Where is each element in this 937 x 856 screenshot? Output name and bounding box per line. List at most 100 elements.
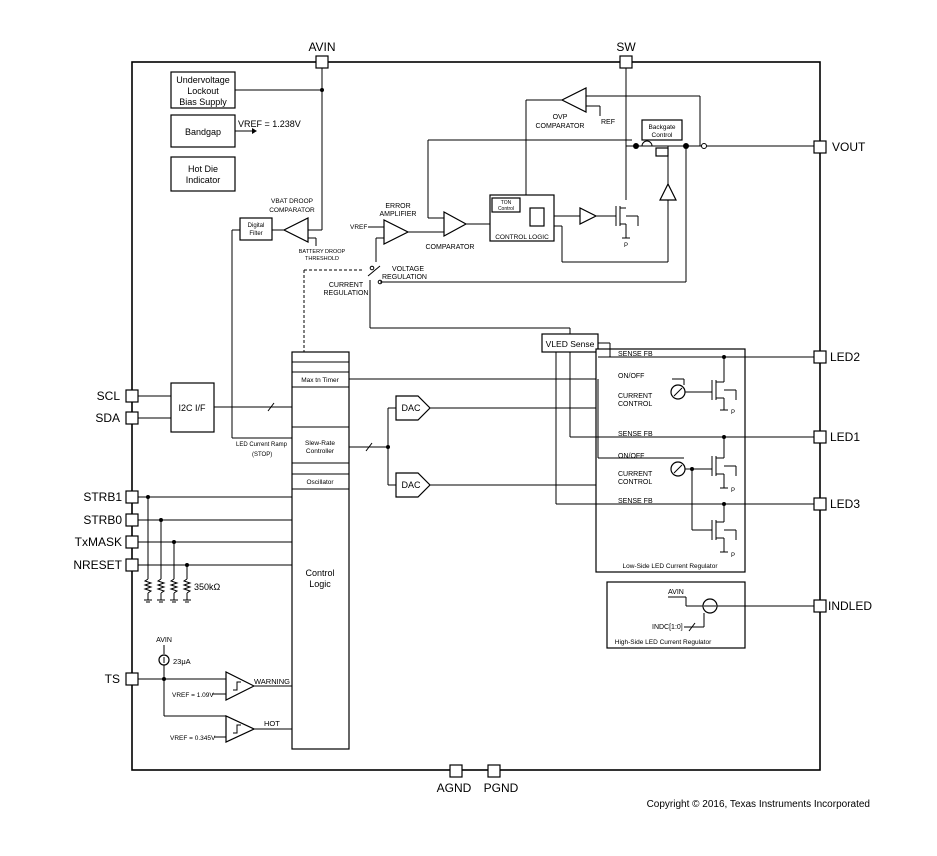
current-control-2b: CONTROL — [618, 479, 652, 486]
ref-label: REF — [601, 119, 615, 126]
uvlo-label-3: Bias Supply — [179, 97, 227, 107]
pin-strb1: STRB1 — [83, 490, 122, 504]
uvlo-label-2: Lockout — [187, 86, 219, 96]
vled-sense-label: VLED Sense — [546, 339, 595, 349]
error-amplifier — [383, 219, 410, 245]
high-side-regulator — [606, 581, 746, 649]
p-label-1: P — [731, 410, 735, 416]
pin-sw: SW — [616, 40, 636, 54]
pin-pad-vout — [813, 140, 827, 154]
on-off-2: ON/OFF — [618, 453, 644, 460]
flip-flop — [529, 207, 545, 227]
pin-led2: LED2 — [830, 350, 860, 364]
error-amp-label-1: ERROR — [385, 203, 410, 210]
dac-bottom — [395, 472, 431, 498]
pin-pgnd: PGND — [484, 781, 519, 795]
dac-top-label: DAC — [401, 403, 421, 413]
i2c-interface — [170, 382, 215, 433]
slew-label-2: Controller — [306, 448, 335, 455]
digital-filter-label-1: Digital — [248, 223, 265, 229]
comparator — [443, 210, 468, 238]
pin-txmask: TxMASK — [75, 535, 122, 549]
uvlo-label-1: Undervoltage — [176, 75, 230, 85]
vref-109-label: VREF = 1.09V — [172, 692, 214, 699]
warning-label: WARNING — [254, 677, 290, 686]
pin-indled: INDLED — [828, 599, 872, 613]
pin-pad-indled — [813, 599, 827, 613]
copyright: Copyright © 2016, Texas Instruments Inco… — [647, 799, 870, 810]
vref-0345-label: VREF = 0.345V — [170, 735, 216, 742]
warning-comparator — [225, 671, 256, 701]
pin-pad-strb1 — [125, 490, 139, 504]
avin-small-label: AVIN — [668, 589, 684, 596]
backgate-label-1: Backgate — [648, 124, 675, 131]
ovp-label-2: COMPARATOR — [535, 123, 584, 130]
pin-ts: TS — [105, 672, 120, 686]
ovp-comparator — [560, 87, 587, 113]
battery-label-1: BATTERY DROOP — [299, 249, 346, 255]
hot-die-block — [170, 156, 236, 192]
hot-die-label-2: Indicator — [186, 175, 221, 185]
slew-label-1: Slew-Rate — [305, 440, 335, 447]
pin-pad-sw — [619, 55, 633, 69]
control-logic-label-1: Control — [305, 568, 334, 578]
low-side-label: Low-Side LED Current Regulator — [622, 563, 718, 570]
pin-pad-sda — [125, 411, 139, 425]
current-control-1b: CONTROL — [618, 401, 652, 408]
pin-pad-ts — [125, 672, 139, 686]
r350k-label: 350kΩ — [194, 582, 221, 592]
pin-agnd: AGND — [437, 781, 472, 795]
error-amp-label-2: AMPLIFIER — [380, 211, 417, 218]
control-logic-label-2: Logic — [309, 579, 331, 589]
pin-scl: SCL — [97, 389, 121, 403]
low-side-regulator — [595, 348, 746, 573]
i2c-label: I2C I/F — [178, 403, 206, 413]
current-control-2a: CURRENT — [618, 471, 653, 478]
comparator-label: COMPARATOR — [425, 244, 474, 251]
pin-pad-avin — [315, 55, 329, 69]
pin-vout: VOUT — [832, 140, 866, 154]
pin-pad-strb0 — [125, 513, 139, 527]
hot-label: HOT — [264, 719, 280, 728]
backgate-label-2: Control — [652, 132, 674, 139]
p-label-2: P — [731, 488, 735, 494]
pulldown-resistors — [143, 578, 192, 603]
pin-sda: SDA — [95, 411, 120, 425]
voltage-reg-label-2: REGULATION — [382, 274, 427, 281]
pin-led1: LED1 — [830, 430, 860, 444]
pin-pad-pgnd — [487, 764, 501, 778]
vbat-label-2: COMPARATOR — [269, 207, 315, 214]
pin-avin: AVIN — [308, 40, 335, 54]
current-control-1a: CURRENT — [618, 393, 653, 400]
backgate-control — [641, 119, 683, 141]
bandgap-block — [170, 114, 236, 148]
voltage-reg-label-1: VOLTAGE — [392, 266, 424, 273]
control-logic-small-label: CONTROL LOGIC — [495, 234, 549, 241]
vref-label: VREF = 1.238V — [238, 119, 301, 129]
pin-nreset: NRESET — [73, 558, 122, 572]
pin-pad-led1 — [813, 430, 827, 444]
on-off-1: ON/OFF — [618, 373, 644, 380]
output-buffer — [659, 182, 677, 201]
digital-filter-label-2: Filter — [249, 231, 262, 237]
p-label-sw: P — [624, 243, 628, 249]
p-label-3: P — [731, 553, 735, 559]
ton-control — [491, 197, 521, 213]
sense-fb-3: SENSE FB — [618, 498, 653, 505]
hot-comparator — [225, 715, 256, 743]
sense-fb-1: SENSE FB — [618, 351, 653, 358]
max-timer-label: Max tn Timer — [301, 377, 339, 384]
uvlo-block — [170, 71, 236, 109]
control-logic-column — [291, 351, 350, 750]
current-23-label: 23μA — [173, 657, 191, 666]
bandgap-label: Bandgap — [185, 127, 221, 137]
pin-pad-led3 — [813, 497, 827, 511]
pin-pad-agnd — [449, 764, 463, 778]
vbat-label-1: VBAT DROOP — [271, 198, 313, 205]
ovp-label-1: OVP — [553, 114, 568, 121]
pin-pad-txmask — [125, 535, 139, 549]
sense-fb-2: SENSE FB — [618, 431, 653, 438]
pin-strb0: STRB0 — [83, 513, 122, 527]
pin-pad-nreset — [125, 558, 139, 572]
